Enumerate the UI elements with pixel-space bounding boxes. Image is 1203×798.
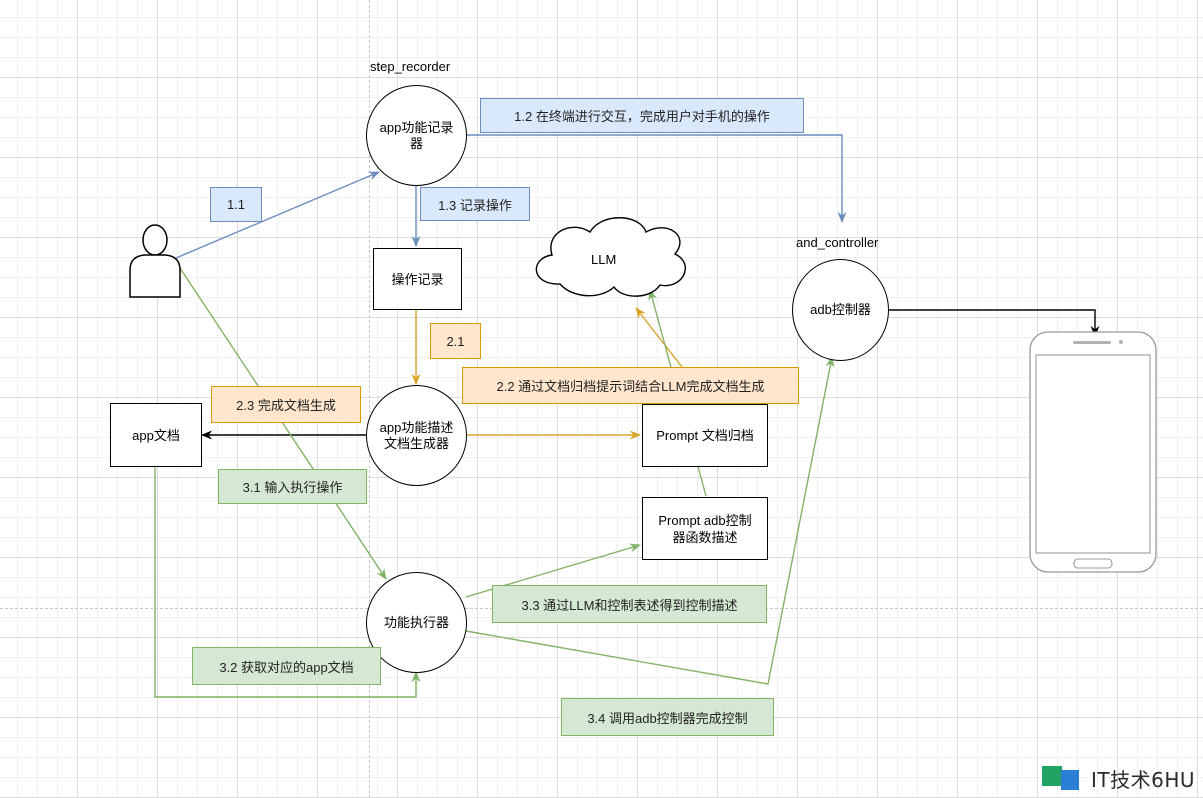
edge-1-2: [467, 134, 847, 224]
edge-adb-to-phone: [889, 309, 1100, 338]
app-recorder-node[interactable]: app功能记录 器: [366, 85, 467, 186]
dashed-guide-vertical: [369, 0, 370, 798]
watermark-text: IT技术6HU: [1091, 768, 1196, 792]
doc-generator-node[interactable]: app功能描述 文档生成器: [366, 385, 467, 486]
adb-controller-node[interactable]: adb控制器: [792, 259, 889, 361]
edge-label-1-3: 1.3 记录操作: [420, 187, 530, 221]
and-controller-caption: and_controller: [796, 235, 879, 250]
edge-label-2-3: 2.3 完成文档生成: [211, 386, 361, 423]
edge-1-1: [175, 171, 381, 259]
edge-label-2-1: 2.1: [430, 323, 481, 359]
edge-label-2-2: 2.2 通过文档归档提示词结合LLM完成文档生成: [462, 367, 799, 404]
edge-label-3-3: 3.3 通过LLM和控制表述得到控制描述: [492, 585, 767, 623]
edge-label-3-1: 3.1 输入执行操作: [218, 469, 367, 504]
edge-3-2: [154, 467, 421, 698]
edge-label-1-1: 1.1: [210, 187, 262, 222]
user-icon: [129, 224, 181, 298]
operation-record-node[interactable]: 操作记录: [373, 248, 462, 310]
edge-label-3-2: 3.2 获取对应的app文档: [192, 647, 381, 685]
prompt-doc-archive-node[interactable]: Prompt 文档归档: [642, 404, 768, 467]
llm-label: LLM: [591, 252, 617, 267]
edge-label-1-2: 1.2 在终端进行交互，完成用户对手机的操作: [480, 98, 804, 133]
edge-2-2: [635, 307, 683, 368]
step-recorder-caption: step_recorder: [370, 59, 451, 74]
executor-node[interactable]: 功能执行器: [366, 572, 467, 673]
watermark-logo-icon: [1042, 766, 1079, 790]
edge-label-3-4: 3.4 调用adb控制器完成控制: [561, 698, 774, 736]
app-doc-node[interactable]: app文档: [110, 403, 202, 467]
prompt-adb-function-node[interactable]: Prompt adb控制 器函数描述: [642, 497, 768, 560]
edge-3-4: [465, 355, 835, 685]
cloud-icon: [535, 217, 687, 297]
phone-icon: [1029, 331, 1157, 573]
